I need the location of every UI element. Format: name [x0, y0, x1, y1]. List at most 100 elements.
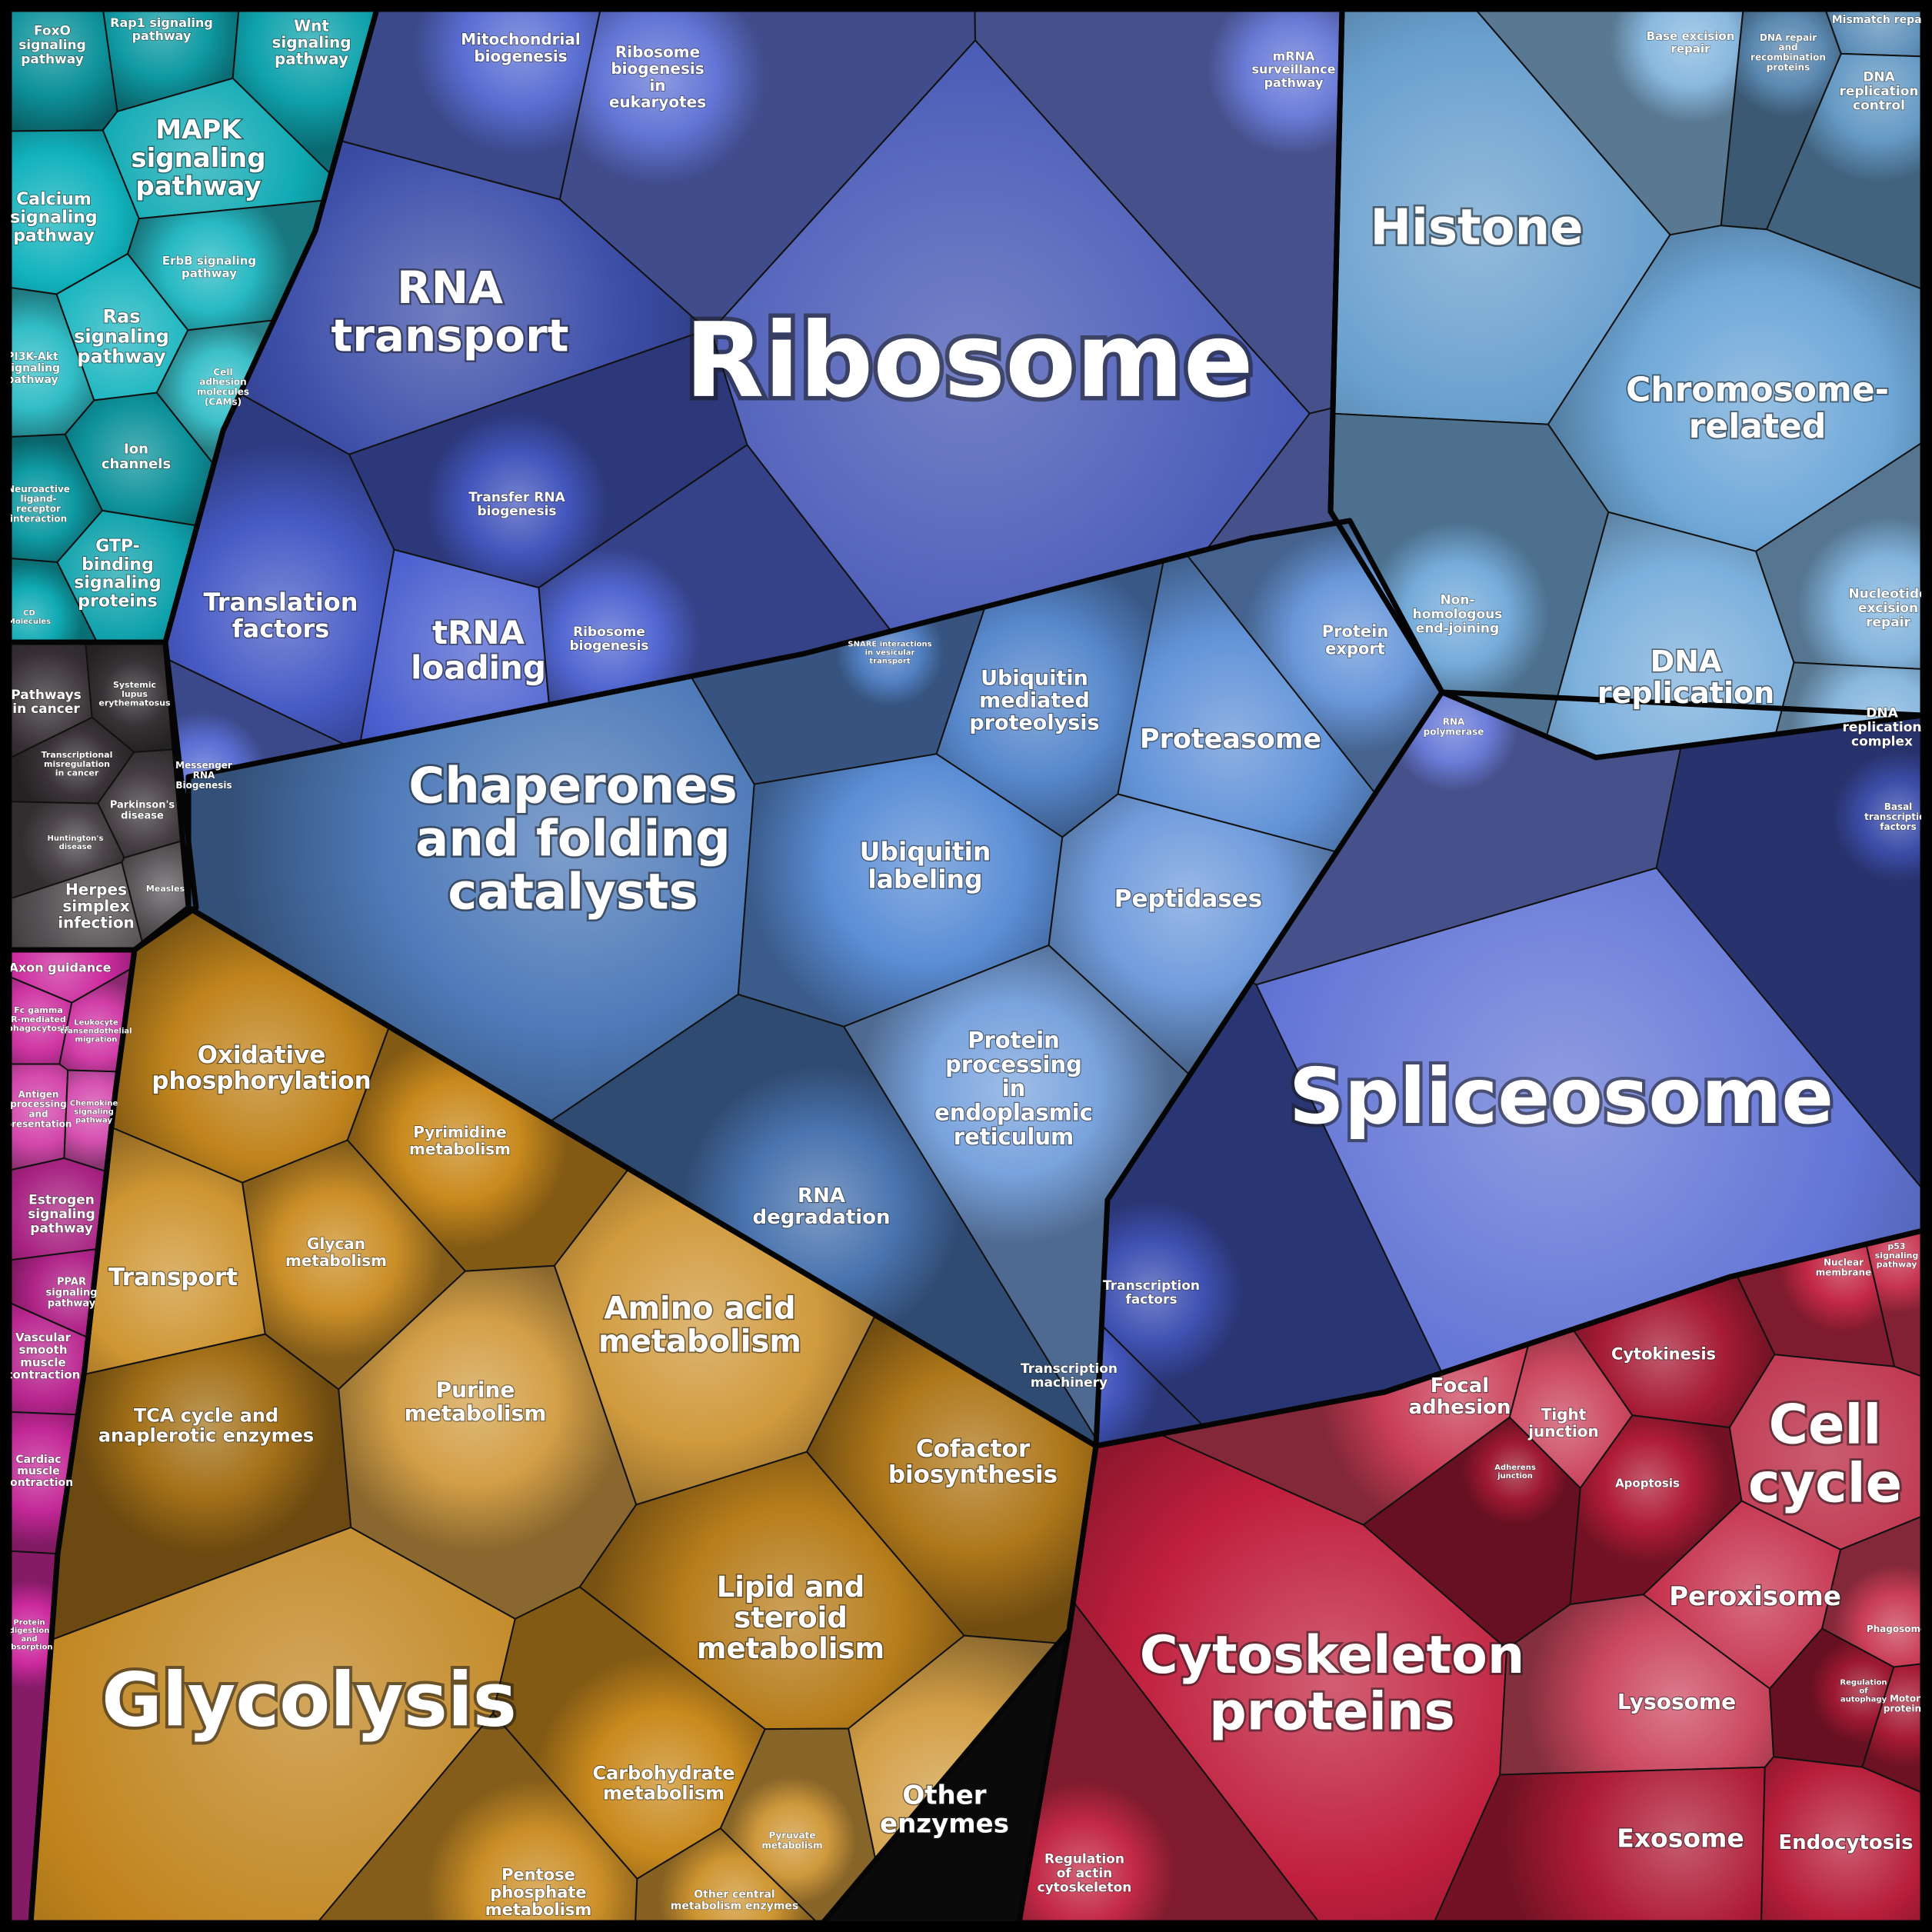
cell-cd-molecules: [9, 557, 100, 642]
label-exosome: Exosome: [1617, 1824, 1744, 1854]
label-transport: Transport: [108, 1264, 238, 1291]
label-glycolysis: Glycolysis: [102, 1657, 517, 1744]
cell-layer: [9, 9, 1923, 1923]
label-mismatch-repair: Mismatch repair: [1832, 14, 1931, 26]
label-lysosome: Lysosome: [1617, 1689, 1736, 1714]
label-spliceosome: Spliceosome: [1289, 1051, 1834, 1141]
label-measles: Measles: [146, 884, 185, 894]
cell-endocytosis: [1760, 1756, 1923, 1923]
label-ribosome: Ribosome: [685, 301, 1253, 421]
cell-p53-signaling-pathway: [1861, 1231, 1923, 1379]
label-proteasome: Proteasome: [1140, 724, 1321, 754]
label-phagosome: Phagosome: [1867, 1624, 1927, 1634]
label-peroxisome: Peroxisome: [1669, 1581, 1841, 1612]
label-cytokinesis: Cytokinesis: [1611, 1344, 1716, 1363]
cell-mismatch-repair: [1823, 9, 1923, 58]
cell-regulation-of-actin-cytoskeleton: [1019, 1525, 1324, 1923]
label-histone: Histone: [1370, 199, 1583, 256]
label-chromosome-related: Chromosome-related: [1626, 371, 1889, 447]
label-peptidases: Peptidases: [1114, 885, 1262, 913]
label-endocytosis: Endocytosis: [1778, 1831, 1913, 1854]
label-axon-guidance: Axon guidance: [9, 961, 112, 975]
